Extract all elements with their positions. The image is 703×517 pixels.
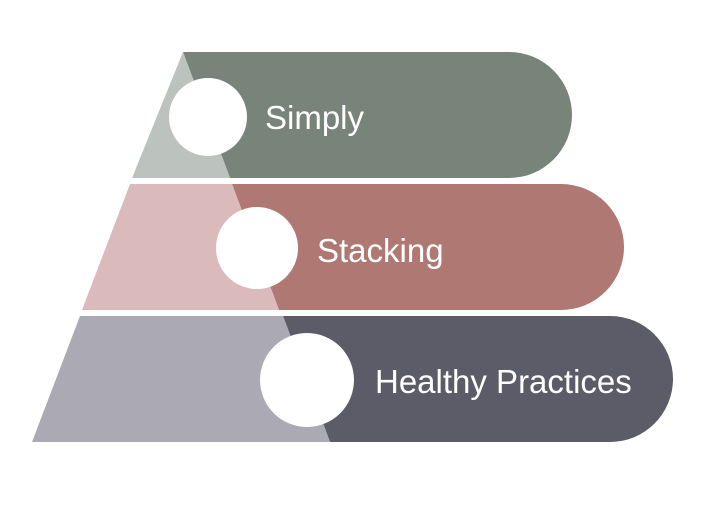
tier-healthy-practices-bubble (260, 333, 354, 427)
tier-healthy-practices: Healthy Practices (32, 316, 673, 442)
tier-healthy-practices-pyramid-segment (32, 316, 330, 442)
tier-simply: Simply (132, 52, 572, 178)
tier-stacking-band (232, 184, 624, 310)
tier-healthy-practices-label: Healthy Practices (375, 363, 632, 400)
tier-simply-band (183, 52, 572, 178)
tier-stacking-label: Stacking (317, 232, 444, 269)
tier-stacking-bubble (216, 207, 298, 289)
tier-simply-label: Simply (265, 99, 365, 136)
tier-stacking: Stacking (82, 184, 624, 310)
tier-simply-bubble (169, 78, 247, 156)
tier-healthy-practices-band (283, 316, 673, 442)
